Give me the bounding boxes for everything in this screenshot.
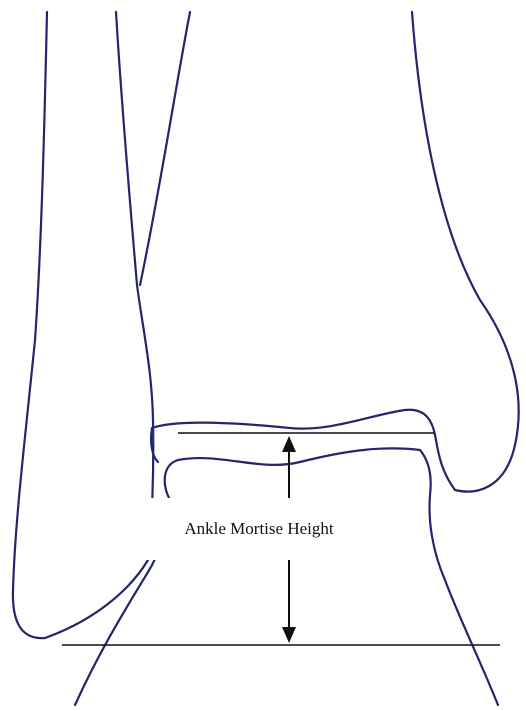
syndesmosis-outline [151,428,158,462]
talus-medial-outline [430,495,498,705]
measurement-label: Ankle Mortise Height [184,519,333,539]
arrowhead-up-icon [282,436,296,452]
arrowhead-down-icon [282,627,296,643]
measurement-label-box: Ankle Mortise Height [128,498,390,560]
talar-dome-outline [165,448,431,500]
tibial-plafond-outline [152,410,435,435]
tibia-lateral-outline [140,12,190,285]
fibula-lateral-outline [13,12,47,638]
